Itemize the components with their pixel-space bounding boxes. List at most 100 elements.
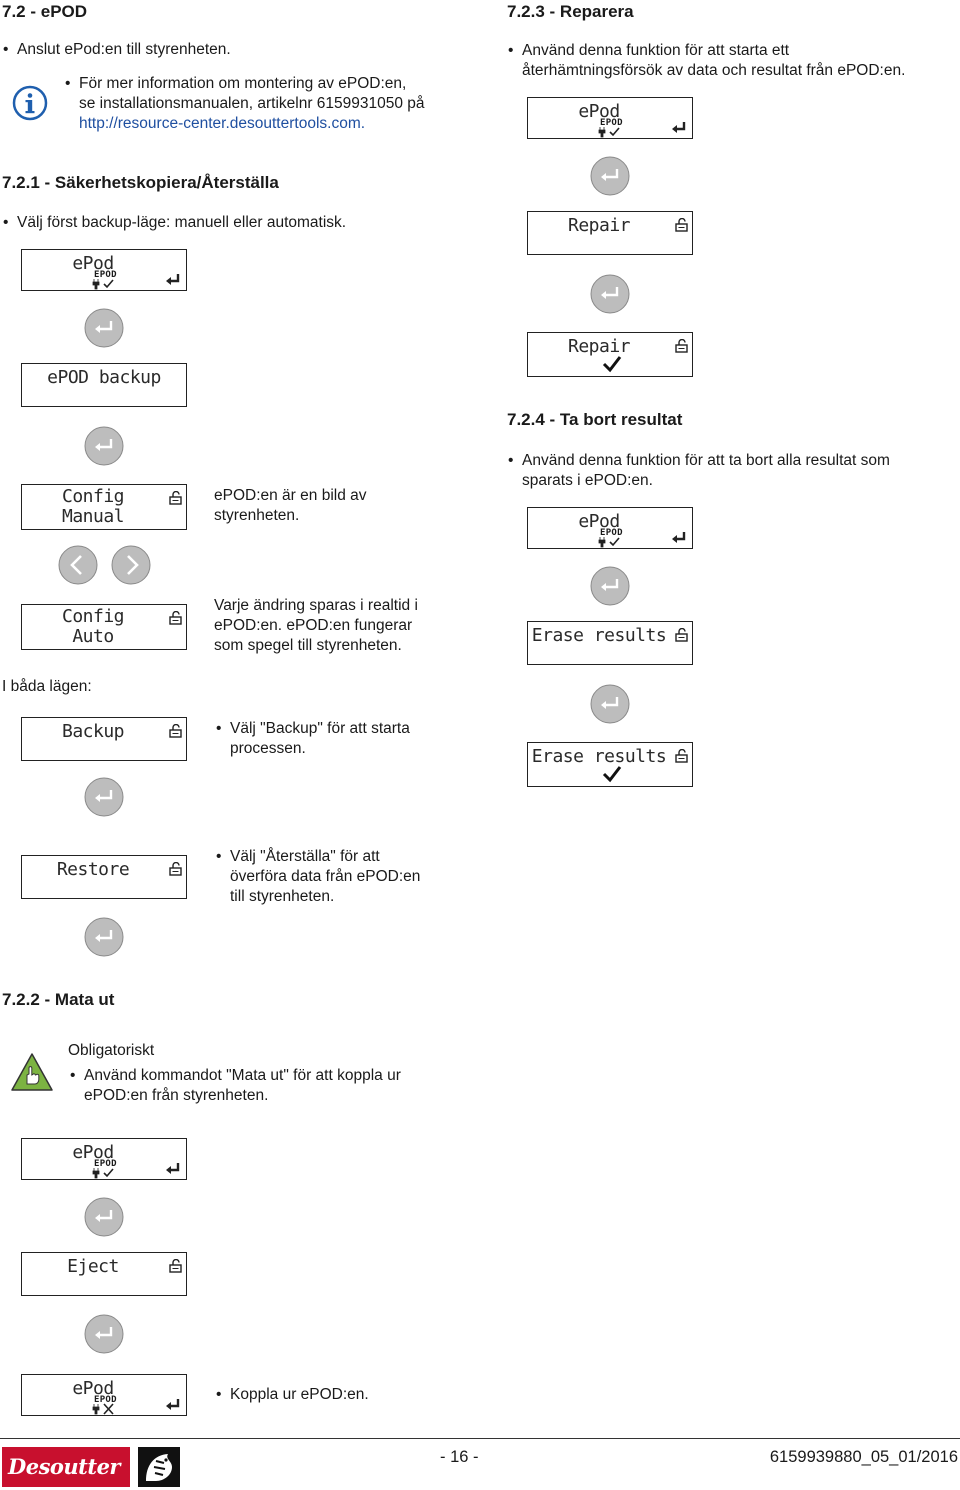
screen-epod-backup: ePOD backup [21,363,187,407]
footer-rule [0,1438,960,1439]
screen-erase-results-done: Erase results [527,742,693,787]
screen-epod-small: EPOD [94,270,117,280]
screen-repair-label: Repair [567,215,631,236]
note-restore-line-1: Välj "Återställa" för att [230,848,380,865]
enter-button[interactable] [590,156,630,196]
right-arrow-button[interactable] [111,545,151,585]
backup-mode-bullet: Välj först backup-läge: manuell eller au… [3,213,346,233]
note-manual-line-1: ePOD:en är en bild av [214,487,367,504]
info-line-1: För mer information om montering av ePOD… [79,75,407,92]
lock-icon [169,491,182,505]
resource-center-link[interactable]: http://resource-center.desouttertools.co… [79,115,366,132]
section-title-epod: 7.2 - ePOD [2,2,88,21]
brand-logo-text: Desoutter [8,1454,121,1479]
left-arrow-button[interactable] [58,545,98,585]
eject-bullet-line-1: Använd kommandot "Mata ut" för att koppl… [84,1067,401,1084]
screen-epod-small: EPOD [600,118,623,128]
note-restore-line-2: överföra data från ePOD:en [230,868,421,885]
info-line-2: se installationsmanualen, artikelnr 6159… [79,95,425,112]
enter-button[interactable] [84,777,124,817]
screen-manual-label: Manual [61,506,125,527]
screen-epod-connected: ePod EPOD [21,249,187,291]
screen-epod-backup-label: ePOD backup [47,367,161,388]
enter-button[interactable] [84,1197,124,1237]
note-restore-line-3: till styrenheten. [230,888,335,905]
note-auto: Varje ändring sparas i realtid i ePOD:en… [214,596,418,656]
screen-repair-label: Repair [567,336,631,357]
intro-bullet: Anslut ePod:en till styrenheten. [3,40,231,60]
note-backup: Välj "Backup" för att starta processen. [216,719,410,759]
enter-button[interactable] [84,1314,124,1354]
enter-icon [166,1399,180,1410]
screen-config-manual: Config Manual [21,484,187,530]
note-manual-line-2: styrenheten. [214,507,300,524]
check-icon [602,356,622,373]
section-title-723: 7.2.3 - Reparera [507,2,634,21]
enter-button[interactable] [84,917,124,957]
both-modes-label: I båda lägen: [2,678,92,695]
enter-button[interactable] [84,426,124,466]
brand-logo: Desoutter [2,1447,130,1487]
screen-epod-label: ePod [578,511,620,532]
plug-check-icon [598,127,620,138]
screen-restore: Restore [21,855,187,899]
screen-backup: Backup [21,717,187,761]
note-backup-line-2: processen. [230,740,306,757]
section-title-722: 7.2.2 - Mata ut [2,990,115,1009]
note-restore: Välj "Återställa" för att överföra data … [216,847,421,907]
screen-epod-small: EPOD [94,1159,117,1169]
plug-check-icon [92,1168,114,1179]
screen-config-auto: Config Auto [21,604,187,650]
screen-erase-results: Erase results [527,621,693,665]
note-manual: ePOD:en är en bild av styrenheten. [214,486,367,526]
plug-check-icon [598,537,620,548]
screen-backup-label: Backup [61,721,125,742]
lock-icon [169,1259,182,1273]
repair-bullet-line-1: Använd denna funktion för att starta ett [522,42,790,59]
erase-bullet-line-2: sparats i ePOD:en. [522,472,653,489]
screen-repair: Repair [527,211,693,255]
screen-epod-disconnected: ePod EPOD [21,1374,187,1416]
enter-icon [672,122,686,133]
repair-bullet-line-2: återhämtningsförsök av data och resultat… [522,62,906,79]
screen-eject-label: Eject [67,1256,119,1277]
enter-button[interactable] [84,308,124,348]
info-icon [12,85,48,121]
lock-icon [675,628,688,642]
screen-epod-connected: ePod EPOD [527,97,693,139]
screen-epod-label: ePod [72,1142,114,1163]
page-number: - 16 - [440,1448,479,1466]
eject-bullet-line-2: ePOD:en från styrenheten. [84,1087,269,1104]
lock-icon [169,724,182,738]
enter-button[interactable] [590,566,630,606]
screen-epod-small: EPOD [94,1395,117,1405]
enter-button[interactable] [590,274,630,314]
screen-epod-label: ePod [72,253,114,274]
screen-epod-connected: ePod EPOD [21,1138,187,1180]
screen-eject: Eject [21,1252,187,1296]
lock-icon [169,611,182,625]
enter-icon [166,274,180,285]
screen-config-label: Config [61,486,125,507]
lock-icon [675,339,688,353]
section-title-724: 7.2.4 - Ta bort resultat [507,410,683,429]
lock-icon [675,218,688,232]
enter-button[interactable] [590,684,630,724]
check-icon [602,766,622,783]
erase-bullet: Använd denna funktion för att ta bort al… [508,451,890,491]
note-auto-line-3: som spegel till styrenheten. [214,637,402,654]
note-backup-line-1: Välj "Backup" för att starta [230,720,410,737]
enter-icon [672,532,686,543]
plug-check-icon [92,279,114,290]
lock-icon [169,862,182,876]
document-reference: 6159939880_05_01/2016 [769,1448,958,1466]
screen-epod-connected: ePod EPOD [527,507,693,549]
screen-repair-done: Repair [527,332,693,377]
tiger-logo-icon [138,1447,180,1487]
enter-icon [166,1163,180,1174]
repair-bullet: Använd denna funktion för att starta ett… [508,41,906,81]
plug-cross-icon [92,1403,114,1415]
note-auto-line-2: ePOD:en. ePOD:en fungerar [214,617,413,634]
screen-erase-label: Erase results [531,746,667,767]
disconnect-bullet: Koppla ur ePOD:en. [216,1385,369,1405]
